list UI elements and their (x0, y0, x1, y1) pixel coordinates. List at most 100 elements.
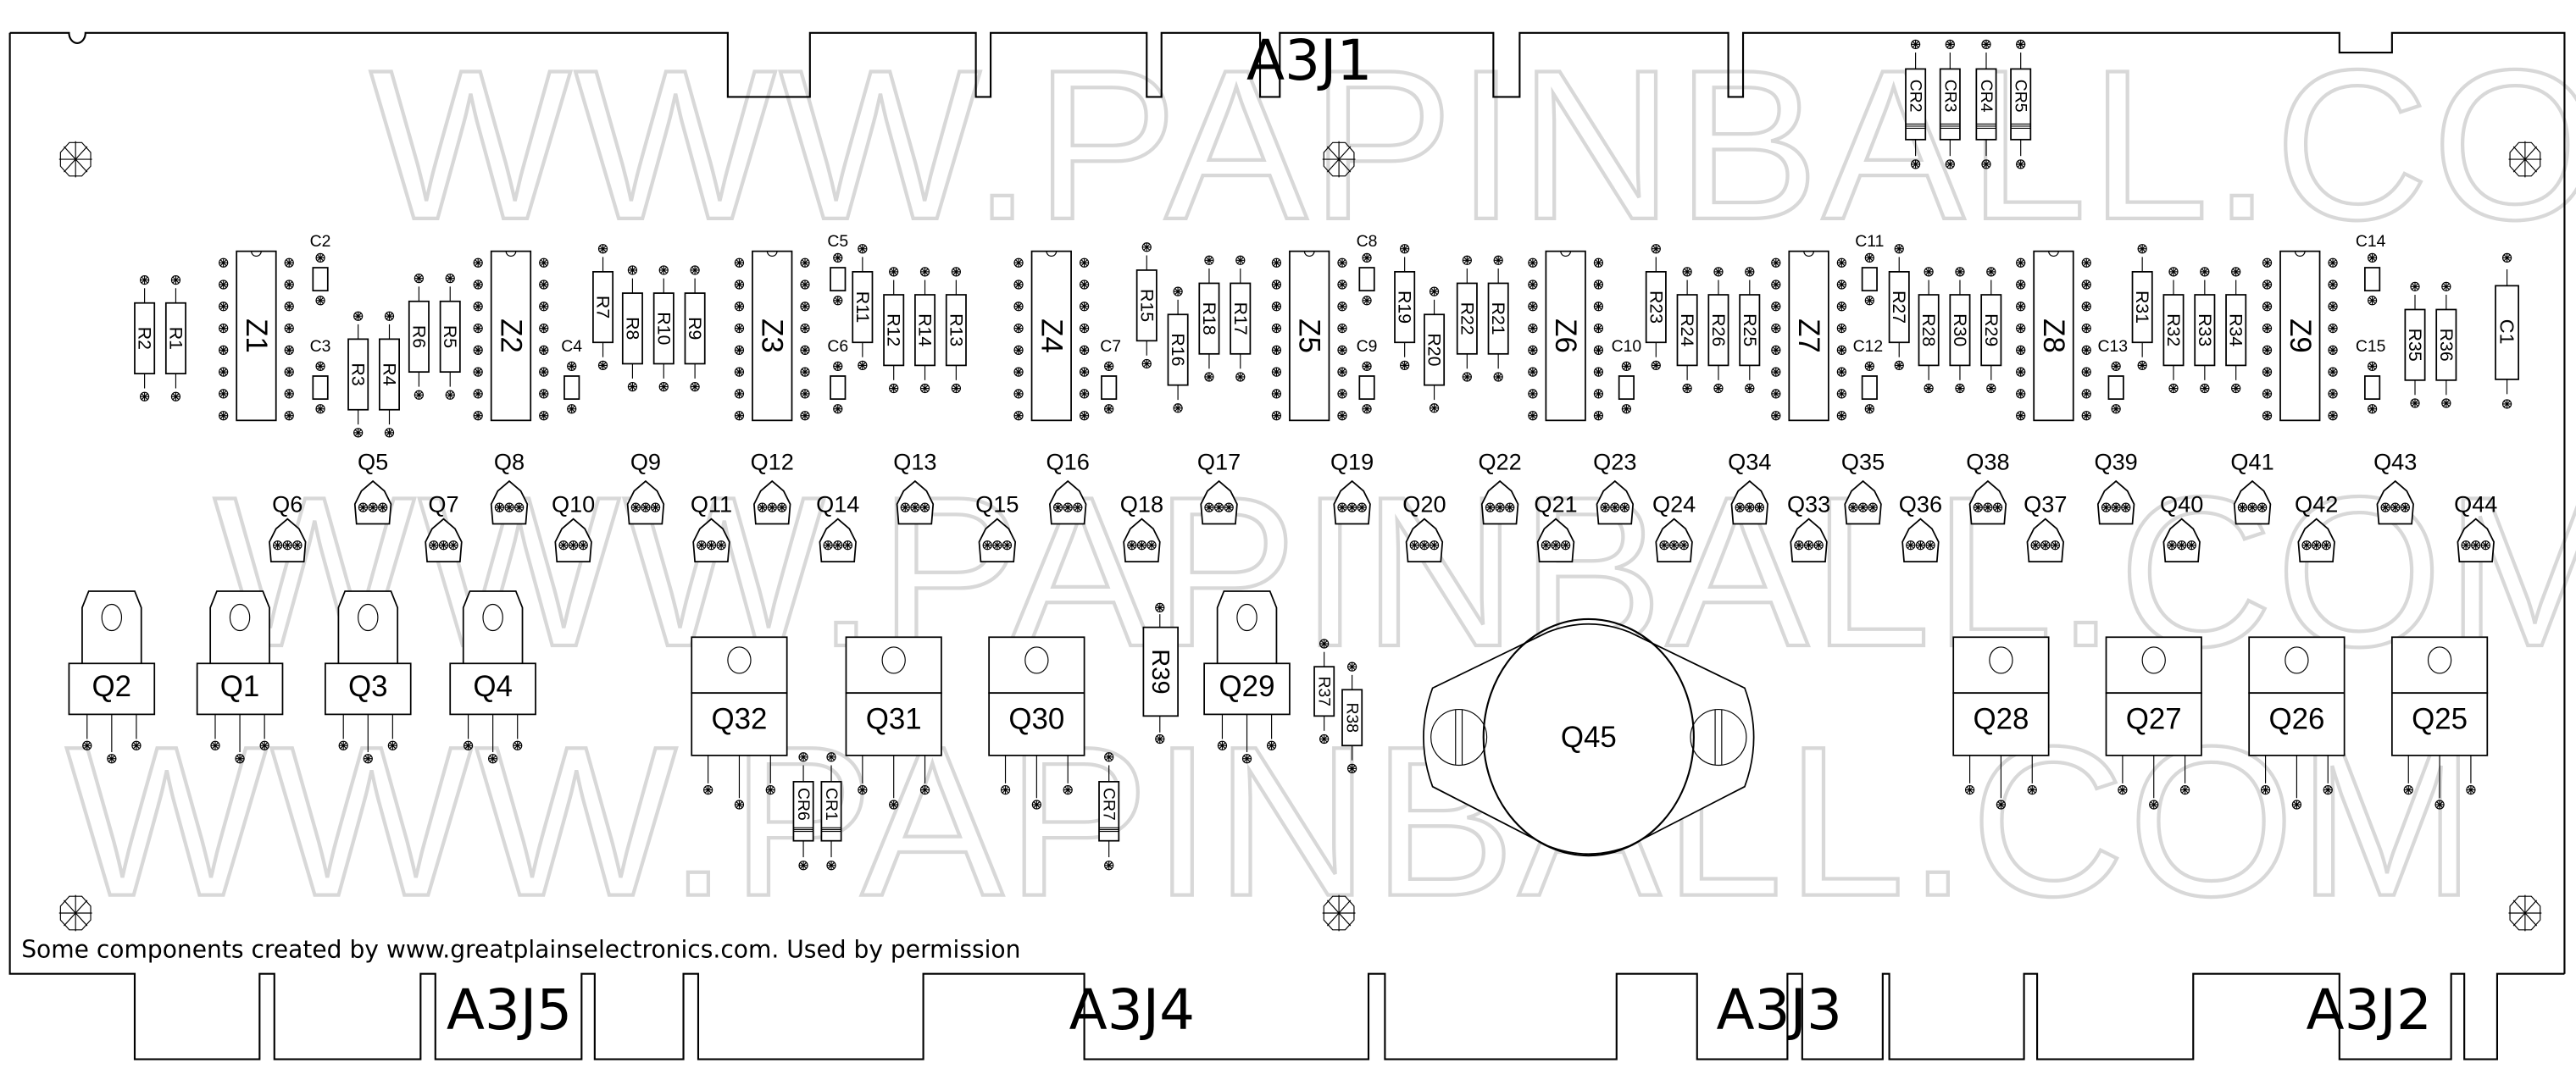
resistor-r12: R12 (883, 267, 905, 394)
resistor-r38: R38 (1341, 662, 1363, 773)
solder-pad-icon (1619, 502, 1630, 512)
solder-pad-icon (1836, 389, 1846, 399)
solder-pad-icon (833, 252, 843, 263)
solder-pad-icon (273, 540, 283, 551)
solder-pad-icon (473, 411, 483, 421)
solder-pad-icon (2262, 280, 2273, 290)
solder-pad-icon (1771, 280, 1781, 290)
transistor-label: Q22 (1478, 448, 1521, 474)
diode-label: CR4 (1977, 80, 1996, 113)
solder-pad-icon (1013, 367, 1024, 377)
solder-pad-icon (567, 404, 577, 414)
solder-pad-icon (2501, 252, 2512, 263)
solder-pad-icon (1362, 252, 1372, 263)
solder-pad-icon (2291, 800, 2302, 810)
resistor-r34: R34 (2225, 267, 2247, 394)
solder-pad-icon (1337, 367, 1347, 377)
resistor-r15: R15 (1135, 242, 1158, 369)
solder-pad-icon (284, 302, 294, 312)
solder-pad-icon (1266, 740, 1277, 750)
board-bottom-edge (8, 32, 2565, 1060)
solder-pad-icon (1771, 345, 1781, 355)
solder-pad-icon (697, 540, 707, 551)
solder-pad-icon (798, 861, 808, 871)
solder-pad-icon (353, 311, 364, 321)
solder-pad-icon (1271, 345, 1282, 355)
solder-pad-icon (284, 411, 294, 421)
resistor-label: R35 (2405, 329, 2425, 362)
transistor-label: Q32 (711, 703, 767, 736)
solder-pad-icon (1541, 540, 1552, 551)
solder-pad-icon (1104, 752, 1114, 762)
solder-pad-icon (1528, 389, 1538, 399)
capacitor-c6: C6 (827, 337, 848, 414)
transistor-q22: Q22 (1478, 448, 1522, 525)
resistor-label: R32 (2163, 313, 2184, 346)
solder-pad-icon (2040, 540, 2051, 551)
transistor-label: Q42 (2295, 491, 2338, 518)
solder-pad-icon (2257, 502, 2268, 512)
solder-pad-icon (1735, 502, 1745, 512)
transistor-label: Q8 (494, 448, 525, 474)
solder-pad-icon (1104, 361, 1114, 371)
solder-pad-icon (353, 428, 364, 438)
transistor-label: Q44 (2454, 491, 2497, 518)
solder-pad-icon (627, 265, 638, 275)
solder-pad-icon (473, 389, 483, 399)
solder-pad-icon (1429, 540, 1440, 551)
solder-pad-icon (889, 800, 899, 810)
solder-pad-icon (284, 323, 294, 334)
ic-label: Z7 (1792, 318, 1825, 353)
solder-pad-icon (1319, 734, 1330, 745)
solder-pad-icon (1771, 323, 1781, 334)
solder-pad-icon (1013, 302, 1024, 312)
solder-pad-icon (1002, 540, 1013, 551)
solder-pad-icon (170, 274, 181, 285)
solder-pad-icon (473, 280, 483, 290)
solder-pad-icon (1593, 345, 1604, 355)
solder-pad-icon (1173, 403, 1183, 413)
transistor-q41: Q41 (2230, 448, 2274, 525)
solder-pad-icon (641, 502, 651, 512)
transistor-label: Q27 (2126, 703, 2182, 736)
transistor-label: Q7 (428, 491, 458, 518)
solder-pad-icon (1915, 540, 1926, 551)
solder-pad-icon (1000, 784, 1011, 795)
resistor-r16: R16 (1167, 286, 1189, 413)
solder-pad-icon (1013, 323, 1024, 334)
ic-z9: Z9 (2262, 250, 2338, 422)
board-outline (8, 31, 2566, 1060)
resistor-r22: R22 (1456, 255, 1478, 382)
solder-pad-icon (414, 274, 425, 284)
solder-pad-icon (514, 502, 525, 512)
solder-pad-icon (1836, 280, 1846, 290)
solder-pad-icon (429, 540, 439, 551)
solder-pad-icon (2137, 244, 2147, 254)
solder-pad-icon (1235, 372, 1246, 382)
transistor-q24: Q24 (1652, 491, 1696, 562)
solder-pad-icon (2262, 389, 2273, 399)
transistor-label: Q21 (1534, 491, 1577, 518)
solder-pad-icon (2027, 784, 2037, 795)
solder-pad-icon (1803, 540, 1814, 551)
solder-pad-icon (1505, 502, 1515, 512)
solder-pad-icon (1493, 372, 1503, 382)
solder-pad-icon (438, 540, 449, 551)
transistor-label: Q4 (473, 670, 513, 703)
solder-pad-icon (2301, 540, 2312, 551)
transistor-label: Q41 (2230, 448, 2273, 474)
watermark-layer: WWW.PAPINBALL.COMWWW.PAPINBALL.COMWWW.PA… (64, 25, 2576, 943)
transistor-q1: Q1 (196, 590, 284, 764)
transistor-q43: Q43 (2373, 448, 2417, 525)
solder-pad-icon (107, 754, 117, 764)
transistor-label: Q6 (272, 491, 303, 518)
solder-pad-icon (1155, 602, 1165, 612)
solder-pad-icon (858, 360, 868, 371)
solder-pad-icon (1079, 323, 1090, 334)
ic-z3: Z3 (734, 250, 810, 422)
solder-pad-icon (1794, 540, 1804, 551)
solder-pad-icon (2016, 367, 2026, 377)
solder-pad-icon (1593, 323, 1604, 334)
capacitor-c4: C4 (561, 337, 582, 414)
